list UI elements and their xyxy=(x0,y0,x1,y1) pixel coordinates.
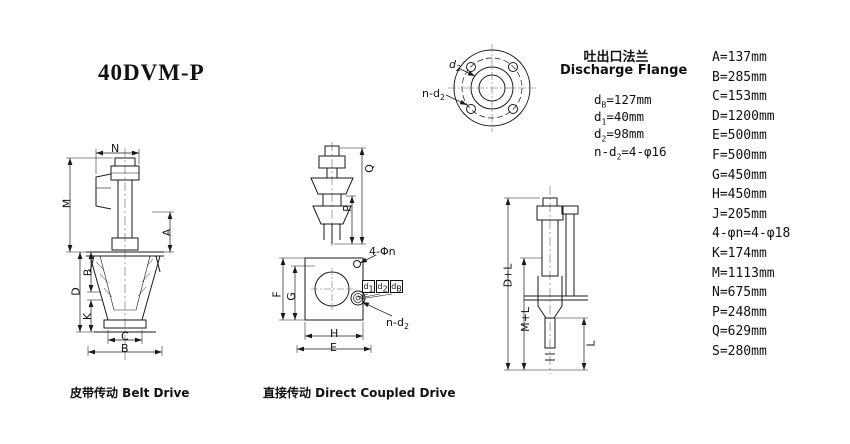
dimension-item: M=1113mm xyxy=(712,265,775,281)
page-title: 40DVM-P xyxy=(98,60,205,85)
direct-coupled-caption: 直接传动 Direct Coupled Drive xyxy=(263,386,456,400)
dim-label-G: G xyxy=(284,292,298,301)
dim-label-H: H xyxy=(330,327,339,340)
spec-sub: 2 xyxy=(601,134,607,144)
dim-label-Q: Q xyxy=(362,164,376,173)
flange-spec-d2: d2=98mm xyxy=(594,126,644,144)
spec-sub: 2 xyxy=(616,152,622,162)
spec-rest: =127mm xyxy=(606,92,652,107)
port-dim-box-d2: d2 xyxy=(376,280,389,293)
box-sub: 1 xyxy=(368,284,374,294)
port-dim-box-dB: dB xyxy=(390,280,403,293)
dim-label-bolt-pattern: 4-Φn xyxy=(369,245,396,258)
spec-rest: =98mm xyxy=(606,126,644,141)
dimension-item: S=280mm xyxy=(712,343,767,359)
label-base: n-d xyxy=(386,316,404,329)
box-base: d xyxy=(391,282,397,291)
belt-drive-caption: 皮带传动 Belt Drive xyxy=(70,386,190,400)
flange-spec-nd2: n-d2=4-φ16 xyxy=(594,144,667,162)
dimension-item: G=450mm xyxy=(712,167,767,183)
spec-base: d xyxy=(594,126,602,141)
dim-label-D: D xyxy=(69,287,83,296)
dimension-item: B=285mm xyxy=(712,69,767,85)
callout-d2: d2 xyxy=(449,58,462,74)
flange-title-cn: 吐出口法兰 xyxy=(583,50,649,65)
dim-label-L: L xyxy=(584,340,598,347)
dimension-item: D=1200mm xyxy=(712,108,775,124)
dimension-item: F=500mm xyxy=(712,147,767,163)
direct-drive-flange-lines xyxy=(304,257,366,321)
dim-label-C: C xyxy=(121,330,129,343)
box-sub: 2 xyxy=(382,284,388,294)
box-base: d xyxy=(377,282,383,291)
dim-label-M: M xyxy=(60,198,74,209)
callout-base: d xyxy=(449,58,456,71)
dimension-item: C=153mm xyxy=(712,89,767,105)
spec-base: d xyxy=(594,92,602,107)
discharge-flange-circle xyxy=(448,44,536,132)
callout-sub: 2 xyxy=(455,64,462,74)
dimension-item: 4-φn=4-φ18 xyxy=(712,226,791,242)
flange-spec-dB: dB=127mm xyxy=(594,92,652,110)
dimension-item: J=205mm xyxy=(712,206,767,222)
dim-label-A: A xyxy=(160,228,174,237)
dim-label-B-side: B xyxy=(81,268,95,277)
spec-base: d xyxy=(594,109,602,124)
box-sub: B xyxy=(396,284,402,294)
dim-label-F: F xyxy=(270,291,284,298)
dim-label-N: N xyxy=(111,142,120,155)
port-dim-box-d1: d1 xyxy=(362,280,375,293)
dim-label-P: P xyxy=(340,205,354,212)
dimension-list: A=137mm B=285mm C=153mm D=1200mm E=500mm… xyxy=(712,48,790,362)
dim-label-K: K xyxy=(81,312,95,321)
dim-label-D-plus-L: D+L xyxy=(501,263,515,288)
dimension-item: N=675mm xyxy=(712,285,767,301)
side-view-figure-lines xyxy=(524,186,588,374)
flange-title-en: Discharge Flange xyxy=(560,63,688,78)
dim-label-E: E xyxy=(330,341,337,354)
dimension-item: H=450mm xyxy=(712,187,767,203)
direct-drive-section-lines xyxy=(310,142,354,246)
dimension-lines xyxy=(66,67,588,371)
callout-base: n-d xyxy=(422,87,440,100)
spec-rest: =4-φ16 xyxy=(621,144,667,159)
flange-spec-d1: d1=40mm xyxy=(594,109,644,127)
spec-sub: B xyxy=(601,100,607,110)
dimension-item: E=500mm xyxy=(712,128,767,144)
spec-base: n-d xyxy=(594,144,617,159)
dim-label-M-plus-L: M+L xyxy=(518,307,532,332)
belt-drive-figure-lines xyxy=(86,148,164,360)
label-sub: 2 xyxy=(403,322,410,332)
dimension-item: K=174mm xyxy=(712,245,767,261)
dim-label-B-bottom: B xyxy=(121,342,129,355)
callout-n-d2: n-d2 xyxy=(422,87,446,103)
dimension-item: P=248mm xyxy=(712,304,767,320)
callout-sub: 2 xyxy=(439,93,446,103)
dimension-item: Q=629mm xyxy=(712,324,767,340)
box-base: d xyxy=(363,282,369,291)
spec-sub: 1 xyxy=(601,117,607,127)
dim-label-n-d2: n-d2 xyxy=(386,316,410,332)
dimension-item: A=137mm xyxy=(712,50,767,65)
spec-rest: =40mm xyxy=(606,109,644,124)
